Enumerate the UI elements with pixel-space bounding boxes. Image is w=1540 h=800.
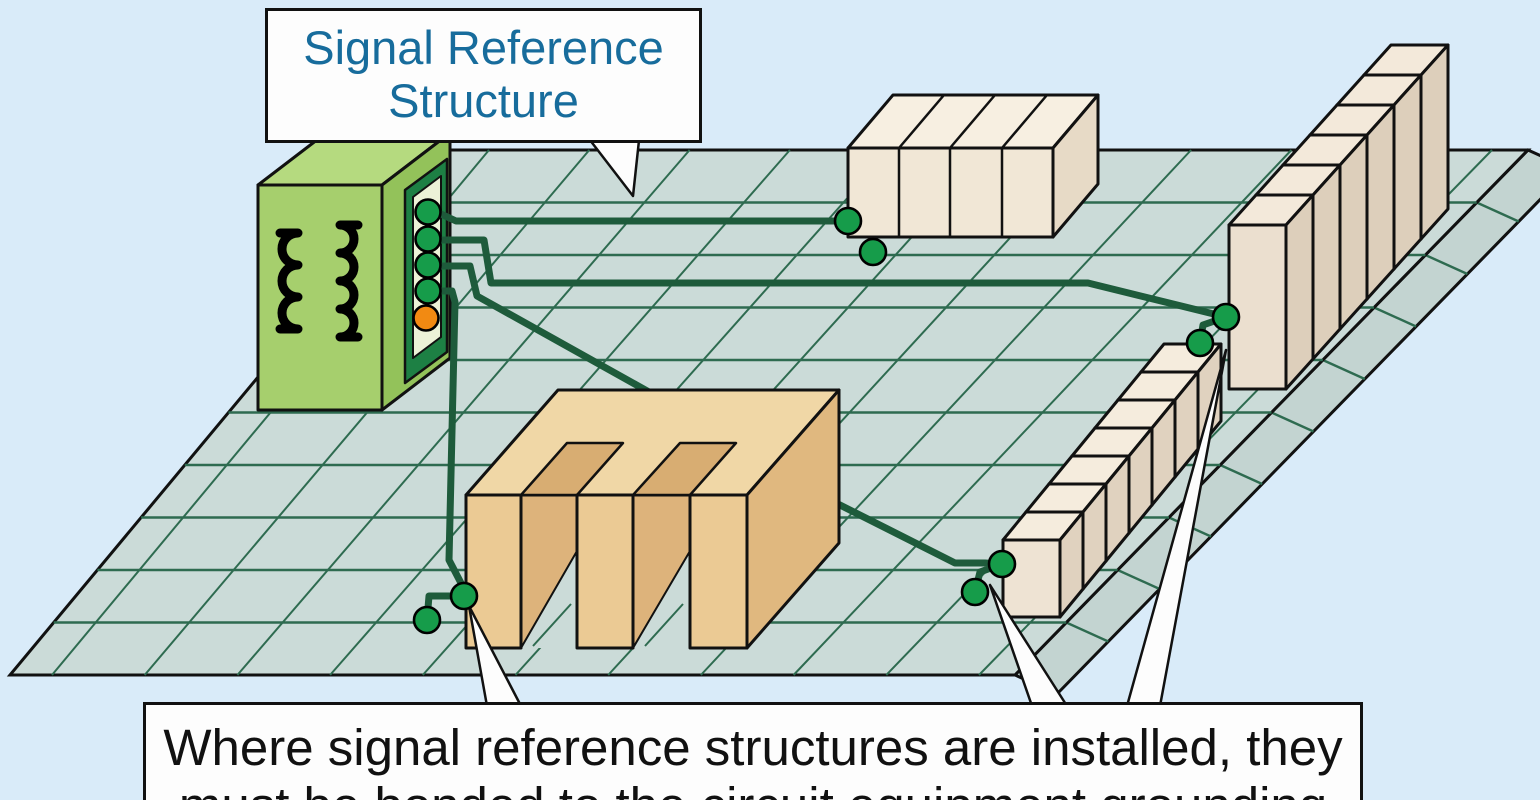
bonding-point (858, 237, 888, 267)
top-notch (631, 441, 738, 497)
rack (1001, 510, 1085, 619)
callout-signal-reference-structure: Signal Reference Structure (265, 8, 702, 143)
bonding-point (449, 581, 479, 611)
transformer-front-face (256, 183, 384, 412)
conductor-to-center-rows (437, 262, 662, 401)
callout-bonding-note: Where signal reference structures are in… (143, 702, 1363, 800)
equipment-rows-center (464, 388, 841, 650)
conductor-to-front-corner (423, 287, 468, 624)
callout-title-line: Structure (388, 74, 579, 127)
equipment-cabinet-top (846, 93, 1100, 239)
rack-row-mid (1001, 342, 1223, 619)
cabinet-top-dividers (898, 94, 1048, 149)
callout-note-line: must be bonded to the circuit equipment … (146, 777, 1360, 800)
port-green (414, 225, 442, 253)
port-green (414, 251, 442, 279)
rack (1227, 193, 1315, 391)
callout-title-line: Signal Reference (303, 21, 664, 74)
rack-row-right (1227, 43, 1450, 391)
port-green (414, 198, 442, 226)
callout-tails (467, 129, 1228, 708)
bonding-point (1211, 302, 1241, 332)
equipment-row-front (575, 493, 635, 650)
bonding-point (833, 206, 863, 236)
port-green (414, 277, 442, 305)
grid-edge-lines (1065, 201, 1520, 643)
transformer-coil-icon (275, 220, 363, 342)
bonding-point (987, 549, 1017, 579)
bonding-point (412, 605, 442, 635)
grid-line (532, 603, 572, 647)
callout-note-line: Where signal reference structures are in… (163, 719, 1343, 776)
cabinet-front-dividers (897, 148, 1004, 237)
transformer-ports (412, 198, 442, 332)
conductor-to-tall-racks (437, 236, 1230, 347)
equipment-row-front (688, 493, 749, 650)
grid-line (644, 603, 684, 647)
bonding-point (1185, 328, 1215, 358)
port-orange (412, 304, 440, 332)
bonding-point (960, 577, 990, 607)
top-notch (519, 441, 625, 497)
bonding-points (412, 206, 1241, 635)
